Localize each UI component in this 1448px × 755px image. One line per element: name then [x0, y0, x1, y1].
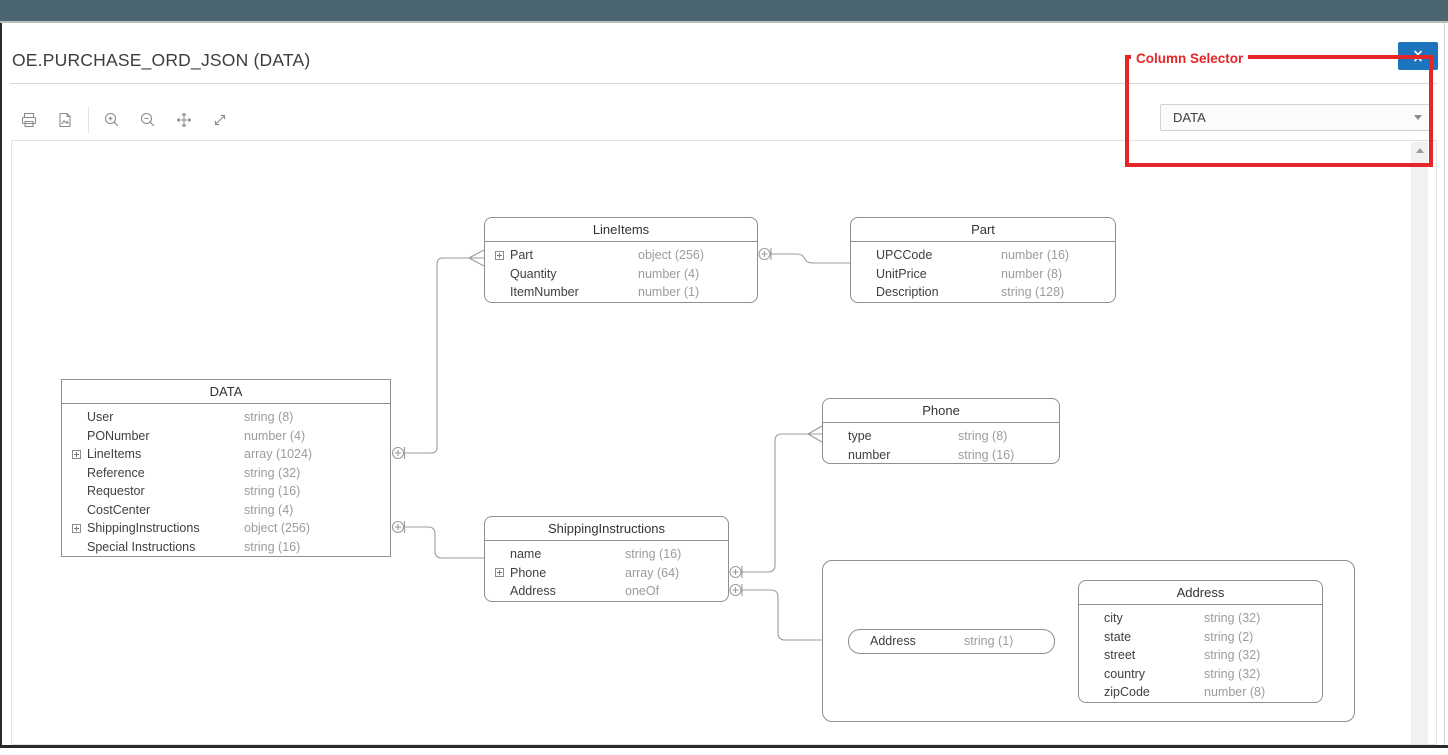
fit-to-window-button[interactable] — [205, 108, 235, 132]
expand-icon[interactable] — [72, 523, 81, 533]
pan-icon — [176, 112, 192, 128]
table-header[interactable]: Address — [1079, 581, 1322, 605]
title-divider — [10, 83, 1437, 84]
annotation-label: Column Selector — [1131, 51, 1249, 66]
zoom-out-icon — [140, 112, 155, 127]
export-image-icon — [59, 112, 71, 128]
collapse-panel-button[interactable] — [1398, 42, 1438, 70]
zoom-out-button[interactable] — [133, 108, 163, 132]
table-header[interactable]: ShippingInstructions — [485, 517, 728, 541]
table-header[interactable]: LineItems — [485, 218, 757, 242]
chevron-down-icon — [1414, 115, 1422, 120]
table-header[interactable]: DATA — [62, 380, 390, 404]
vertical-scrollbar[interactable] — [1411, 142, 1428, 744]
column-selector-value: DATA — [1173, 110, 1206, 125]
collapse-icon — [1413, 50, 1423, 62]
toolbar-separator — [88, 107, 89, 133]
oneof-choice-address-scalar[interactable]: Address string (1) — [848, 629, 1055, 654]
zoom-in-icon — [104, 112, 119, 127]
scroll-up-arrow-icon — [1415, 147, 1424, 153]
pan-button[interactable] — [169, 108, 199, 132]
window-title-bar — [0, 0, 1448, 23]
table-header[interactable]: Phone — [823, 399, 1059, 423]
scroll-up-button[interactable] — [1411, 142, 1428, 158]
column-selector-dropdown[interactable]: DATA — [1160, 104, 1432, 131]
zoom-in-button[interactable] — [97, 108, 127, 132]
expand-icon[interactable] — [72, 449, 81, 459]
export-image-button[interactable] — [50, 108, 80, 132]
panel-border-bottom — [0, 745, 1448, 748]
page-title: OE.PURCHASE_ORD_JSON (DATA) — [12, 50, 311, 70]
diagram-toolbar — [14, 107, 241, 133]
print-icon — [21, 112, 37, 128]
expand-icon[interactable] — [495, 250, 504, 260]
panel-border-right — [1444, 23, 1445, 745]
panel-border-left — [0, 23, 2, 748]
expand-icon[interactable] — [495, 568, 504, 577]
fit-to-window-icon — [214, 114, 226, 126]
print-button[interactable] — [14, 108, 44, 132]
table-header[interactable]: Part — [851, 218, 1115, 242]
